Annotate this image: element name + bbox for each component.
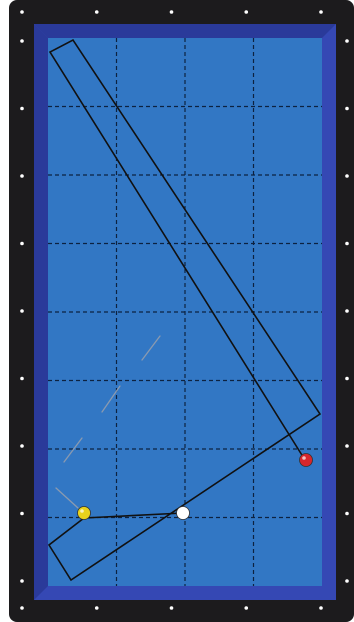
yellow-ball-highlight xyxy=(80,509,84,513)
red-ball-body xyxy=(300,454,313,467)
diamond-left xyxy=(20,444,24,448)
yellow-ball-body xyxy=(78,507,91,520)
diamond-bottom xyxy=(20,606,24,610)
diamond-bottom xyxy=(244,606,248,610)
diamond-bottom xyxy=(170,606,174,610)
red-ball xyxy=(300,454,313,467)
diamond-left xyxy=(20,309,24,313)
diamond-right xyxy=(345,107,349,111)
diamond-left xyxy=(20,512,24,516)
diamond-top xyxy=(319,10,323,14)
diamond-right xyxy=(345,377,349,381)
white-ball xyxy=(177,507,190,520)
cushion-left-bevel xyxy=(34,24,48,600)
diamond-bottom xyxy=(95,606,99,610)
diamond-top xyxy=(244,10,248,14)
diamond-right xyxy=(345,174,349,178)
red-ball-highlight xyxy=(302,456,306,460)
diamond-left xyxy=(20,39,24,43)
diamond-top xyxy=(170,10,174,14)
diamond-right xyxy=(345,242,349,246)
white-ball-highlight xyxy=(179,509,183,513)
diamond-top xyxy=(20,10,24,14)
diamond-right xyxy=(345,512,349,516)
diamond-left xyxy=(20,107,24,111)
diamond-left xyxy=(20,174,24,178)
diamond-right xyxy=(345,39,349,43)
yellow-ball xyxy=(78,507,91,520)
diamond-right xyxy=(345,579,349,583)
white-ball-body xyxy=(177,507,190,520)
cushion-top-bevel xyxy=(34,24,336,38)
diamond-right xyxy=(345,309,349,313)
diamond-left xyxy=(20,377,24,381)
diamond-left xyxy=(20,579,24,583)
diamond-right xyxy=(345,444,349,448)
diamond-bottom xyxy=(319,606,323,610)
diamond-left xyxy=(20,242,24,246)
diamond-top xyxy=(95,10,99,14)
